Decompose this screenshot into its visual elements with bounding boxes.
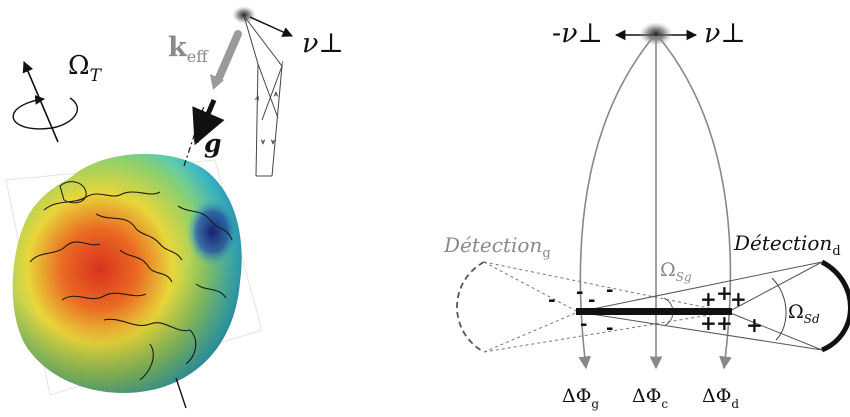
charge-signs: - - - - - - + + + + + + bbox=[548, 280, 763, 339]
omega-sd-arc bbox=[771, 277, 787, 341]
rotation-axis-bottom bbox=[175, 377, 187, 409]
keff-arrow bbox=[214, 30, 242, 84]
g-arrow bbox=[192, 99, 225, 146]
svg-text:-: - bbox=[606, 280, 613, 301]
svg-text:+: + bbox=[700, 287, 717, 311]
omega-sg-label: ΩSg bbox=[660, 259, 692, 284]
detection-g-detector bbox=[456, 261, 485, 353]
svg-text:-: - bbox=[548, 290, 555, 311]
g-label: g bbox=[204, 129, 221, 158]
svg-text:-: - bbox=[606, 318, 613, 339]
svg-text:+: + bbox=[716, 311, 733, 335]
right-panel: -ν⊥ ν⊥ - bbox=[443, 18, 850, 411]
svg-text:+: + bbox=[746, 313, 763, 337]
left-panel: ΩT bbox=[5, 6, 344, 409]
detection-d-detector bbox=[820, 259, 850, 353]
detection-d-label: Détectiond bbox=[733, 231, 841, 259]
atom-source-icon bbox=[232, 6, 256, 24]
phase-label-c: ΔΦc bbox=[632, 385, 668, 411]
geoid-earth bbox=[12, 153, 242, 393]
omega-t-label: ΩT bbox=[68, 51, 103, 86]
v-minus-label: -ν⊥ bbox=[552, 18, 603, 49]
vperp-label: ν⊥ bbox=[302, 28, 344, 59]
coastlines bbox=[29, 191, 233, 381]
svg-text:+: + bbox=[716, 281, 733, 305]
detection-g-label: Détectiong bbox=[443, 233, 551, 261]
detection-d-cone bbox=[577, 261, 823, 351]
omega-sd-label: ΩSd bbox=[788, 301, 820, 326]
rotation-arrow-icon bbox=[12, 95, 78, 130]
detection-g-cone bbox=[483, 261, 729, 353]
vperp-arrow bbox=[249, 16, 293, 37]
svg-text:-: - bbox=[576, 282, 583, 303]
atom-trajectories bbox=[243, 15, 282, 177]
phase-label-d: ΔΦd bbox=[702, 385, 739, 411]
atom-cloud-bar bbox=[576, 308, 732, 315]
v-plus-label: ν⊥ bbox=[704, 18, 746, 49]
svg-text:+: + bbox=[700, 311, 717, 335]
atom-source-icon bbox=[639, 22, 673, 46]
svg-text:-: - bbox=[580, 314, 587, 335]
svg-text:-: - bbox=[588, 290, 595, 311]
keff-label: keff bbox=[168, 32, 209, 66]
phase-label-g: ΔΦg bbox=[562, 385, 599, 411]
svg-text:+: + bbox=[730, 287, 747, 311]
